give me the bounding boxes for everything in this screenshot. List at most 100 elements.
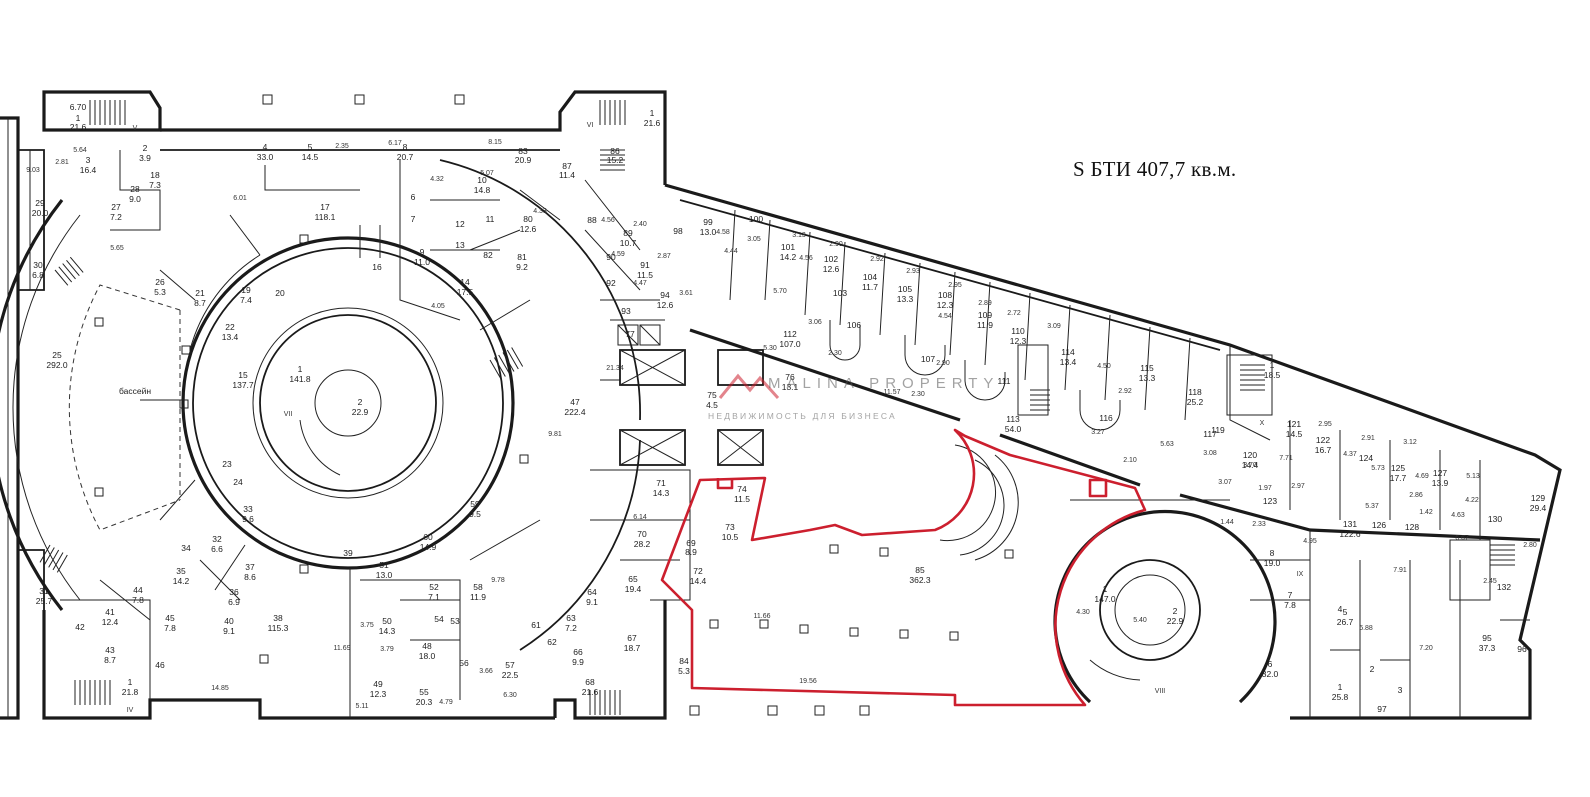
room-number: 23 xyxy=(222,459,232,469)
svg-text:2.89: 2.89 xyxy=(978,300,992,307)
room-number: 38 xyxy=(273,613,283,623)
room-number: 108 xyxy=(938,290,952,300)
room-area: 28.2 xyxy=(634,539,651,549)
room-area: 32.0 xyxy=(1262,669,1279,679)
room-number: 7 xyxy=(1288,590,1293,600)
room-number: 18 xyxy=(150,170,160,180)
room-area: 3.9 xyxy=(139,153,151,163)
svg-text:2.72: 2.72 xyxy=(1007,310,1021,317)
room-number: 74 xyxy=(737,484,747,494)
svg-text:4.79: 4.79 xyxy=(439,699,453,706)
room-number: 101 xyxy=(781,242,795,252)
room-area: 14.2 xyxy=(780,252,797,262)
svg-text:5.13: 5.13 xyxy=(1466,473,1480,480)
room-area: 16.4 xyxy=(80,165,97,175)
svg-text:5.70: 5.70 xyxy=(773,288,787,295)
room-area: 107.0 xyxy=(779,339,801,349)
svg-text:6.14: 6.14 xyxy=(633,514,647,521)
room-number: 93 xyxy=(621,306,631,316)
room-number: 1 xyxy=(650,108,655,118)
room-area: 7.8 xyxy=(132,595,144,605)
room-area: 9.1 xyxy=(586,597,598,607)
room-area: 14.5 xyxy=(302,152,319,162)
svg-text:2.86: 2.86 xyxy=(1409,492,1423,499)
room-area: 147.0 xyxy=(1094,594,1116,604)
room-number: 45 xyxy=(165,613,175,623)
room-area: 17.7 xyxy=(1390,473,1407,483)
svg-text:5.11: 5.11 xyxy=(355,703,368,710)
svg-text:2.40: 2.40 xyxy=(633,221,647,228)
area-title: S БТИ 407,7 кв.м. xyxy=(1073,157,1237,181)
room-area: 22.9 xyxy=(1167,616,1184,626)
room-area: 12.6 xyxy=(823,264,840,274)
room-area: 13.3 xyxy=(897,294,914,304)
room-area: 18.5 xyxy=(1264,370,1281,380)
room-number: 15 xyxy=(238,370,248,380)
room-number: 1 xyxy=(1103,584,1108,594)
room-area: 14.8 xyxy=(474,185,491,195)
room-area: 7.3 xyxy=(149,180,161,190)
svg-text:1.42: 1.42 xyxy=(1419,509,1433,516)
svg-text:5.63: 5.63 xyxy=(1160,441,1174,448)
room-number: 63 xyxy=(566,613,576,623)
right-rotunda xyxy=(1053,499,1277,704)
room-area: 13.4 xyxy=(1060,357,1077,367)
room-number: 92 xyxy=(606,278,616,288)
room-number: 105 xyxy=(898,284,912,294)
svg-text:1.97: 1.97 xyxy=(1258,485,1272,492)
room-area: 6.8 xyxy=(32,270,44,280)
svg-text:2.90: 2.90 xyxy=(829,241,843,248)
dim-label: 6.70 xyxy=(70,102,87,112)
room-number: 32 xyxy=(212,534,222,544)
room-area: 8.9 xyxy=(685,547,697,557)
room-number: 60 xyxy=(423,532,433,542)
room-number: 2 xyxy=(358,397,363,407)
room-area: 22.9 xyxy=(352,407,369,417)
roman-numeral: V xyxy=(133,125,138,132)
svg-text:4.63: 4.63 xyxy=(1451,512,1465,519)
room-number: 106 xyxy=(847,320,861,330)
room-number: 11 xyxy=(486,214,495,224)
room-number: 65 xyxy=(628,574,638,584)
room-area: 18.0 xyxy=(419,651,436,661)
svg-text:4.59: 4.59 xyxy=(611,251,625,258)
room-number: 9 xyxy=(420,247,425,257)
room-area: 29.4 xyxy=(1530,503,1547,513)
svg-text:2.87: 2.87 xyxy=(657,253,671,260)
room-number: 3 xyxy=(1398,685,1403,695)
room-area: 15.2 xyxy=(607,155,624,165)
room-area: 5.3 xyxy=(154,287,166,297)
room-area: 33.0 xyxy=(257,152,274,162)
room-number: 20 xyxy=(275,288,285,298)
room-area: 10.7 xyxy=(620,238,637,248)
svg-text:3.07: 3.07 xyxy=(1218,479,1232,486)
room-number: 75 xyxy=(707,390,717,400)
room-area: 222.4 xyxy=(564,407,586,417)
room-number: 89 xyxy=(623,228,633,238)
room-area: 11.4 xyxy=(559,170,575,180)
room-area: 362.3 xyxy=(909,575,931,585)
room-area: 20.3 xyxy=(416,697,433,707)
room-area: 7.2 xyxy=(565,623,577,633)
room-number: 90 xyxy=(606,252,616,262)
room-number: 28 xyxy=(130,184,140,194)
room-area: 8.7 xyxy=(104,655,116,665)
room-area: 5.3 xyxy=(678,666,690,676)
room-area: 137.7 xyxy=(232,380,254,390)
room-area: 10.5 xyxy=(722,532,739,542)
room-number: 22 xyxy=(225,322,235,332)
room-number: 127 xyxy=(1433,468,1447,478)
room-number: 46 xyxy=(155,660,165,670)
roman-numeral: X xyxy=(1260,420,1265,427)
room-number: 68 xyxy=(585,677,595,687)
room-number: 99 xyxy=(703,217,713,227)
room-number: 1 xyxy=(1338,682,1343,692)
room-number: 114 xyxy=(1061,347,1075,357)
svg-text:3.09: 3.09 xyxy=(1047,323,1061,330)
svg-text:5.73: 5.73 xyxy=(1371,465,1385,472)
svg-text:4.33: 4.33 xyxy=(533,208,547,215)
svg-text:4.32: 4.32 xyxy=(430,176,444,183)
room-number: 27 xyxy=(111,202,121,212)
room-number: 2 xyxy=(143,143,148,153)
room-number: 102 xyxy=(824,254,838,264)
